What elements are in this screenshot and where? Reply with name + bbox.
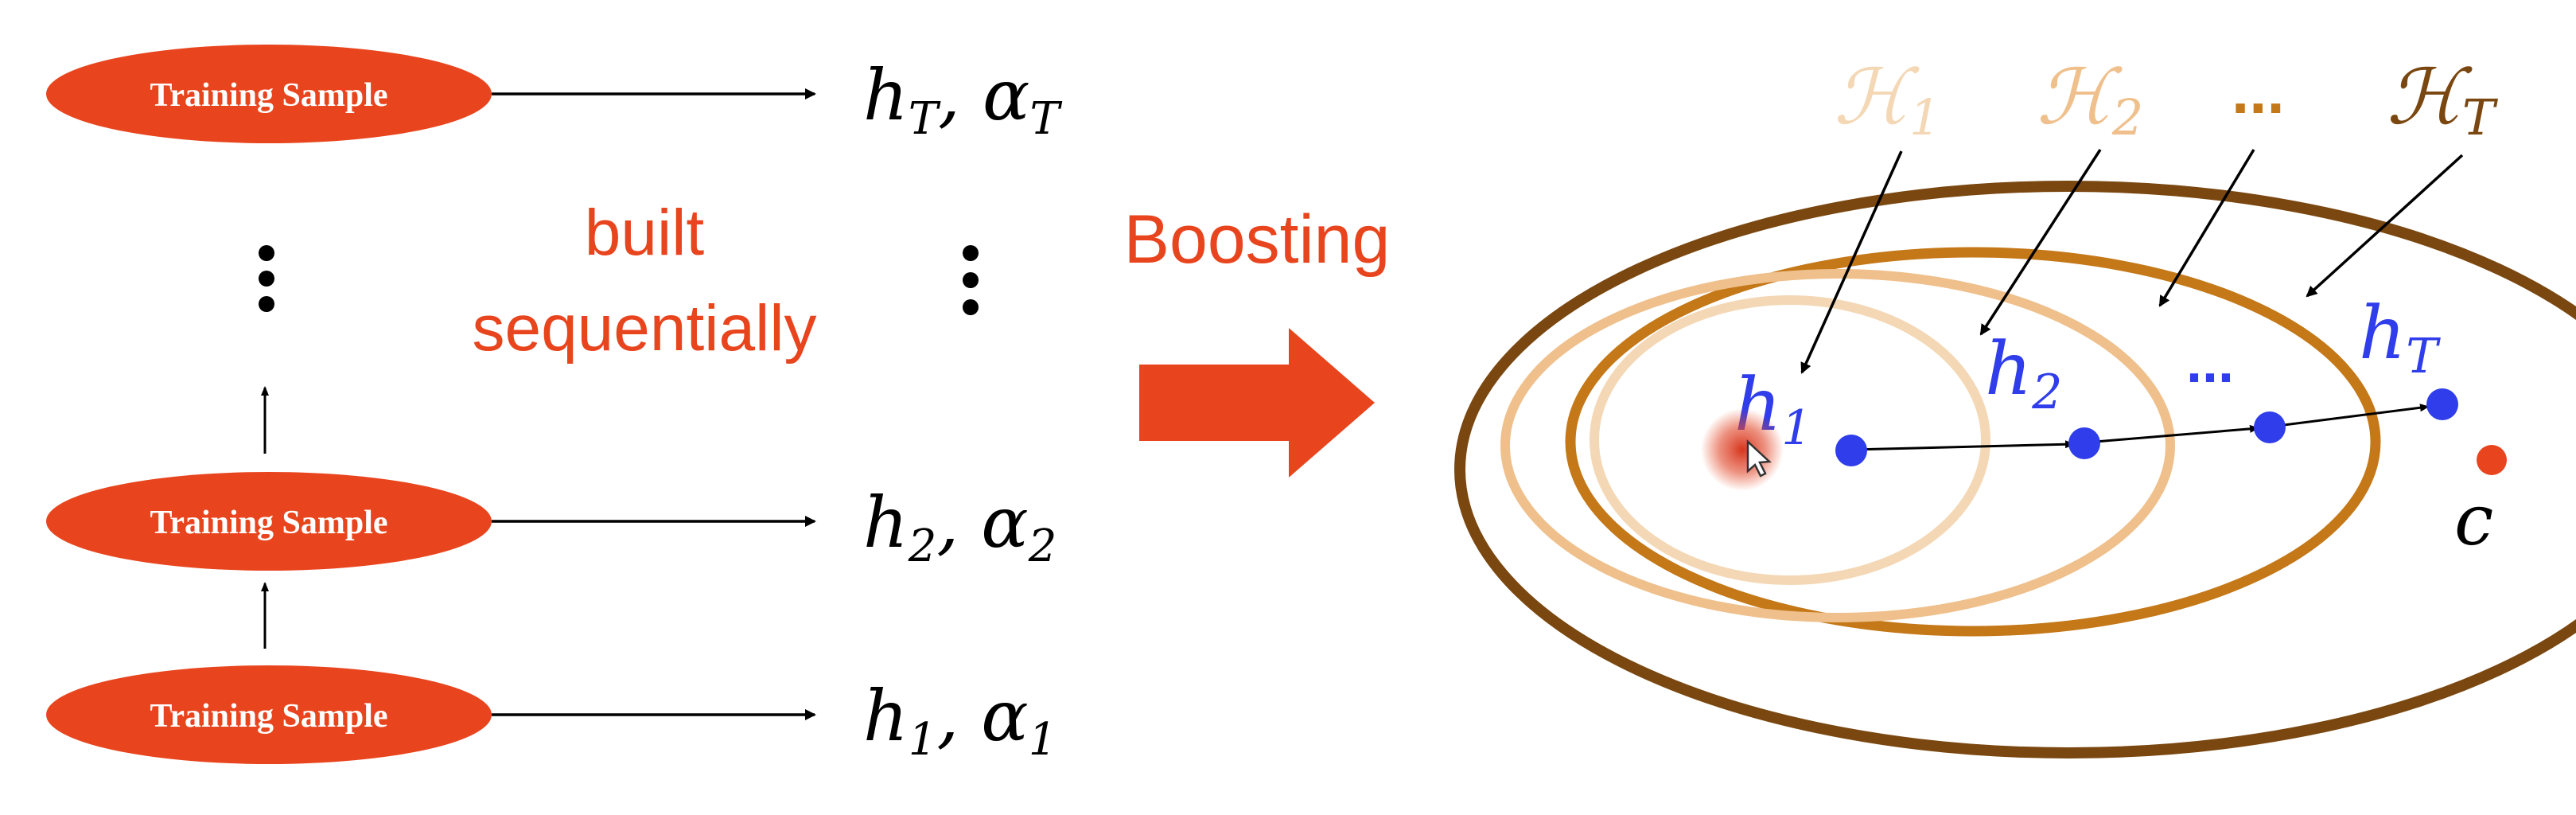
sample-middle: Training Sample h2, α2 xyxy=(46,472,1056,572)
set-label-HT: ℋT xyxy=(2387,53,2499,146)
hypothesis-set-ring-2 xyxy=(1500,269,2175,622)
hypothesis-set-ring-T xyxy=(1454,181,2576,758)
point-label-ellipsis: ... xyxy=(2186,331,2234,395)
output-label: h1, α1 xyxy=(863,675,1056,766)
hypothesis-point-h1 xyxy=(1835,435,1867,466)
hypothesis-set-ring-1 xyxy=(1590,295,1990,585)
sample-bottom: Training Sample h1, α1 xyxy=(46,665,1056,766)
mouse-cursor xyxy=(1701,408,1784,491)
set-label-H1: ℋ1 xyxy=(1834,53,1940,146)
pointer-arrow xyxy=(2306,154,2464,298)
pointer-arrow xyxy=(1800,150,1903,374)
training-sample-label: Training Sample xyxy=(150,698,387,735)
cursor-highlight xyxy=(1701,408,1784,491)
target-label: c xyxy=(2454,479,2493,561)
pointer-arrow xyxy=(2158,149,2255,307)
caption-built: built xyxy=(585,197,705,269)
hypothesis-set-ring-3 xyxy=(1565,247,2381,637)
boosting-path xyxy=(1850,404,2430,451)
hypothesis-point-hT xyxy=(2426,388,2458,420)
target-point xyxy=(2477,445,2507,475)
set-label-H2: ℋ2 xyxy=(2037,53,2143,146)
training-sample-label: Training Sample xyxy=(150,505,387,541)
training-sample-node xyxy=(46,45,492,143)
training-sample-node xyxy=(46,665,492,764)
set-label-ellipsis: ... xyxy=(2232,56,2285,127)
hypothesis-point-h3 xyxy=(2254,411,2286,443)
boosting-arrow-icon xyxy=(1139,328,1375,478)
pointer-arrow xyxy=(1979,149,2102,336)
output-label: hT, αT xyxy=(863,54,1062,145)
vertical-ellipsis-left xyxy=(259,245,274,312)
training-sample-node xyxy=(46,472,492,571)
hypothesis-point-h2 xyxy=(2068,427,2100,459)
point-label-hT: hT xyxy=(2359,291,2441,384)
point-label-h2: h2 xyxy=(1985,326,2062,420)
cursor-pointer-icon xyxy=(1746,439,1772,478)
sample-top: Training Sample hT, αT xyxy=(46,45,1062,145)
vertical-ellipsis-right xyxy=(963,245,979,315)
caption-sequentially: sequentially xyxy=(472,292,816,365)
output-label: h2, α2 xyxy=(863,482,1056,572)
boosting-label: Boosting xyxy=(1124,201,1391,278)
hypothesis-sets xyxy=(1454,181,2576,758)
training-sample-label: Training Sample xyxy=(150,77,387,114)
